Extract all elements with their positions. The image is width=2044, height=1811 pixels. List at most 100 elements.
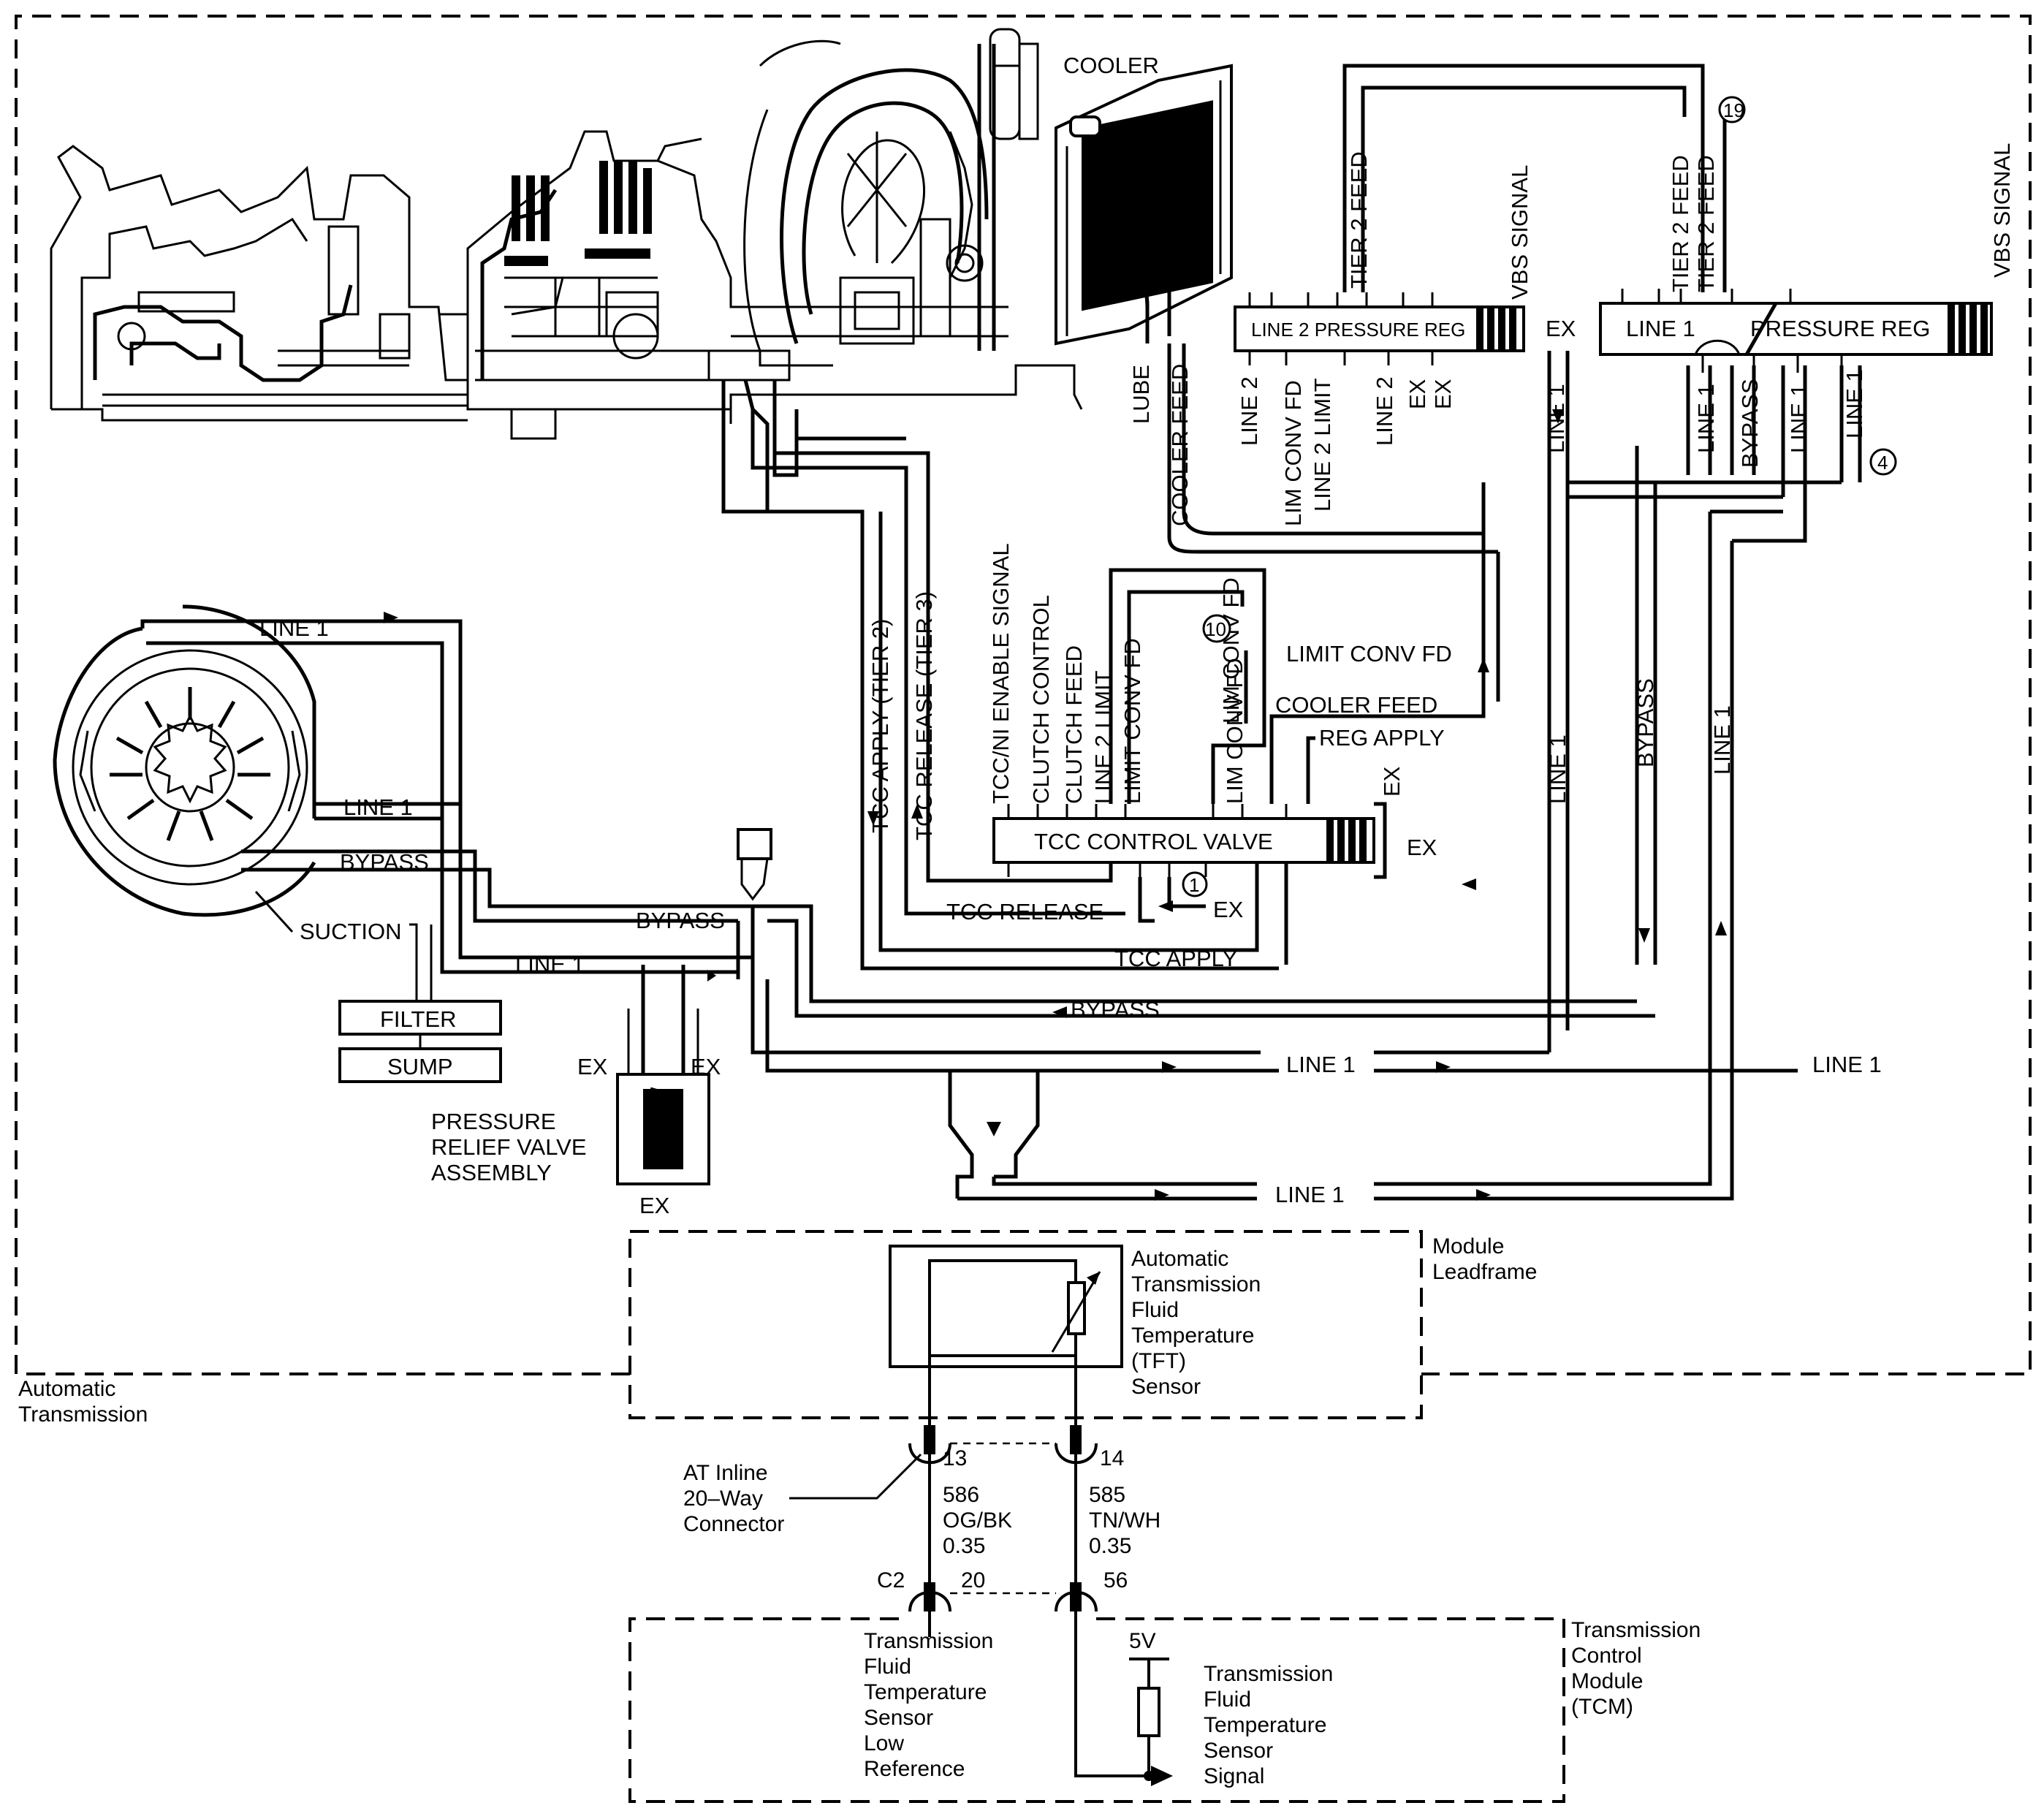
sump-label: SUMP <box>387 1054 453 1079</box>
low-reference-label-2: Fluid <box>864 1655 911 1679</box>
bypass-mid-label: BYPASS <box>636 908 725 933</box>
filter-label: FILTER <box>380 1006 457 1032</box>
line1-pump-top-label: LINE 1 <box>259 615 329 641</box>
tcm-label-2: Control <box>1571 1644 1642 1668</box>
tft-sensor-body <box>928 1259 1077 1357</box>
tcc-ni-enable-label: TCC/NI ENABLE SIGNAL <box>988 543 1014 804</box>
pin-20-label: 20 <box>961 1568 985 1592</box>
svg-text:10: 10 <box>1205 618 1226 640</box>
bypass-vertical-top-label: BYPASS <box>1737 379 1763 468</box>
line2-limit-top-label: LINE 2 LIMIT <box>1310 378 1335 512</box>
voltage-5v-label: 5V <box>1129 1629 1156 1653</box>
tier2-feed-vertical-label: TIER 2 FEED <box>1346 151 1372 289</box>
callout-10 <box>1202 614 1231 643</box>
pressure-relief-label-1: PRESSURE <box>431 1109 556 1134</box>
wire-left-label-3: 0.35 <box>943 1534 985 1558</box>
tcc-control-valve <box>992 802 1387 879</box>
tft-sensor-label-5: (TFT) <box>1131 1349 1186 1373</box>
suction-label: SUCTION <box>300 919 402 944</box>
ex-tcc-right-label: EX <box>1407 835 1437 860</box>
sensor-signal-label-2: Fluid <box>1204 1687 1251 1712</box>
wire-right-label-3: 0.35 <box>1089 1534 1131 1558</box>
wire-right-label-2: TN/WH <box>1089 1508 1160 1533</box>
bypass-pump-label: BYPASS <box>340 849 429 875</box>
line2-pressure-regulator-valve <box>1234 292 1525 365</box>
limit-conv-fd-vertical-label: LIMIT CONV FD <box>1120 638 1145 804</box>
pin-56-label: 56 <box>1103 1568 1128 1592</box>
tft-sensor-label-3: Fluid <box>1131 1298 1179 1322</box>
vbs-signal-right-label: VBS SIGNAL <box>1989 143 2015 278</box>
tcm-label-3: Module <box>1571 1669 1643 1693</box>
tcc-apply-tier2-label: TCC APPLY (TIER 2) <box>867 619 893 833</box>
tft-sensor-label-2: Transmission <box>1131 1272 1261 1296</box>
pullup-resistor <box>1137 1687 1160 1737</box>
svg-text:19: 19 <box>1723 99 1744 121</box>
module-leadframe-label-1: Module <box>1432 1234 1504 1258</box>
bypass-bottom-label: BYPASS <box>1071 997 1160 1022</box>
ex-relief-right-label: EX <box>691 1054 721 1079</box>
lim-conv-fd-b-label: LIM CONV FD <box>1218 577 1244 724</box>
main-pressure-regulator-valve <box>1599 289 1993 373</box>
at-inline-connector-label-3: Connector <box>683 1512 784 1536</box>
line1-prreg-label: LINE 1 <box>1626 316 1695 341</box>
low-reference-label-4: Sensor <box>864 1706 933 1730</box>
pressure-relief-label-2: RELIEF VALVE <box>431 1134 587 1160</box>
pin-13-label: 13 <box>943 1446 967 1470</box>
line1-vertical-long2-label: LINE 1 <box>1709 705 1735 775</box>
clutch-feed-label: CLUTCH FEED <box>1061 645 1087 804</box>
tcm-label-4: (TCM) <box>1571 1695 1633 1719</box>
ex-relief-left-label: EX <box>577 1054 608 1079</box>
pressure-relief-valve <box>616 965 710 1185</box>
wire-right-label-1: 585 <box>1089 1483 1125 1507</box>
svg-text:1: 1 <box>1189 874 1199 896</box>
svg-text:4: 4 <box>1877 452 1888 474</box>
tcm-boundary <box>628 1617 1565 1803</box>
reg-apply-label: REG APPLY <box>1319 725 1445 751</box>
oil-pump <box>53 604 316 917</box>
ex-tcc-top-label: EX <box>1379 766 1405 797</box>
line1-vertical-d-label: LINE 1 <box>1842 369 1867 438</box>
clutch-control-label: CLUTCH CONTROL <box>1028 595 1054 804</box>
cooler-feed-horizontal-label: COOLER FEED <box>1275 692 1437 718</box>
lube-label: LUBE <box>1128 365 1154 424</box>
sensor-signal-label-3: Temperature <box>1204 1713 1326 1737</box>
line2-left-label: LINE 2 <box>1236 376 1262 446</box>
pin-14-label: 14 <box>1100 1446 1124 1470</box>
flow-arrows <box>384 409 1727 1201</box>
line1-lowest-label: LINE 1 <box>1275 1182 1345 1207</box>
module-leadframe-boundary <box>628 1230 1423 1419</box>
cooler-feed-vertical-label: COOLER FEED <box>1167 364 1193 526</box>
line1-right-label: LINE 1 <box>1812 1052 1882 1077</box>
tcc-control-valve-label: TCC CONTROL VALVE <box>1034 829 1273 854</box>
tier2-feed-right1-label: TIER 2 FEED <box>1668 155 1693 292</box>
ex-b-label: EX <box>1430 379 1456 409</box>
vbs-signal-left-label: VBS SIGNAL <box>1507 165 1532 300</box>
sensor-signal-label-4: Sensor <box>1204 1739 1273 1763</box>
ex-tcc-bottom-label: EX <box>1213 897 1244 922</box>
line2-pressure-reg-label: LINE 2 PRESSURE REG <box>1251 319 1465 341</box>
automatic-transmission-label-1: Automatic <box>18 1377 115 1401</box>
low-reference-label-3: Temperature <box>864 1680 987 1704</box>
at-inline-connector-label-2: 20–Way <box>683 1487 763 1511</box>
transmission-case-illustration <box>50 28 1083 514</box>
limit-conv-fd-horizontal-label: LIMIT CONV FD <box>1286 641 1452 667</box>
pressure-reg-label: PRESSURE REG <box>1750 316 1930 341</box>
automatic-transmission-label-2: Transmission <box>18 1402 148 1427</box>
lim-conv-fd-top-label: LIM CONV FD <box>1280 380 1306 526</box>
tcc-release-tier3-label: TCC RELEASE (TIER 3) <box>911 591 937 840</box>
line2-mid-label: LINE 2 <box>1372 376 1397 446</box>
cooler-feed-pipe <box>1182 343 1486 536</box>
automatic-transmission-boundary <box>15 15 2032 1375</box>
tcc-release-label: TCC RELEASE <box>946 899 1103 925</box>
bypass-vertical-long-label: BYPASS <box>1633 678 1658 767</box>
ex-relief-bottom-label: EX <box>639 1193 670 1218</box>
low-reference-label-6: Reference <box>864 1757 965 1781</box>
callout-4 <box>1869 448 1897 476</box>
line1-mid-label: LINE 1 <box>515 952 585 977</box>
tier2-feed-pipe <box>1342 64 1705 292</box>
c2-label: C2 <box>877 1568 905 1592</box>
module-leadframe-label-2: Leadframe <box>1432 1260 1537 1284</box>
sump-box <box>338 1047 502 1083</box>
callout-19 <box>1718 96 1746 124</box>
cooler <box>1055 64 1233 346</box>
